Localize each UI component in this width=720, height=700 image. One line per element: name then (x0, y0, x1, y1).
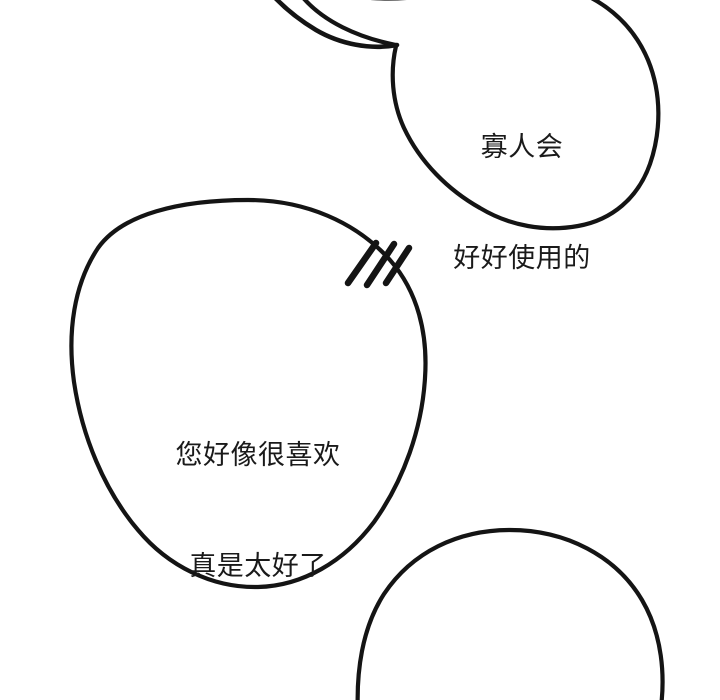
emphasis-strokes-icon (344, 239, 413, 289)
bubble-bottom-right-shape (355, 527, 665, 700)
bubble-bottom-right-text: 可以 (374, 672, 644, 700)
bubble-middle-left-line-2: 真是太好了 (189, 551, 327, 583)
bubble-top-right-line-1: 寡人会 (480, 131, 564, 163)
bubble-top-right-shape (274, 0, 661, 231)
bubble-middle-left-text: 您好像很喜欢 真是太好了 (118, 362, 398, 660)
bubble-top-right-line-2: 好好使用的 (453, 243, 591, 275)
bubble-middle-left-shape (69, 197, 428, 590)
bubble-top-right-text: 寡人会 好好使用的 (390, 54, 654, 352)
bubble-middle-left-line-1: 您好像很喜欢 (175, 439, 341, 471)
